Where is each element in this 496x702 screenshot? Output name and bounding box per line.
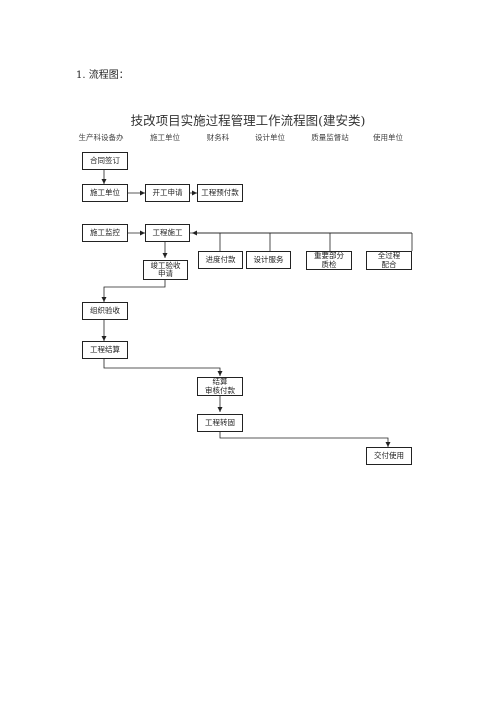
box-organize-acceptance: 组织验收 [82,302,128,320]
box-start-application: 开工申请 [145,184,190,202]
column-header-quality-station: 质量监督站 [311,133,349,142]
section-heading: 1. 流程图： [76,70,129,81]
column-header-design-unit: 设计单位 [255,133,285,142]
box-handover: 交付使用 [366,447,412,465]
box-advance-payment: 工程预付款 [197,184,243,202]
box-contract-signing: 合同签订 [82,152,128,170]
arrow-completion-to-acceptance [101,280,166,302]
diagram-title: 技改项目实施过程管理工作流程图(建安类) [130,113,366,128]
arrow-settlement-to-audit [103,359,223,376]
box-settlement-audit: 结算 审核付款 [197,377,243,396]
column-header-production-office: 生产科设备办 [78,133,124,142]
arrow-transfer-to-handover [219,432,391,447]
column-header-construction-unit: 施工单位 [150,133,180,142]
box-settlement: 工程结算 [82,341,128,359]
box-progress-payment: 进度付款 [198,251,243,269]
column-header-finance: 财务科 [206,133,230,142]
box-construction: 工程施工 [145,224,190,242]
box-design-service: 设计服务 [246,251,291,269]
box-asset-transfer: 工程转固 [197,414,243,432]
box-full-coordination: 全过程 配合 [366,251,412,270]
box-completion-application: 竣工验收 申请 [143,260,188,280]
box-key-part-inspection: 重要部分 质检 [306,251,352,270]
box-construction-supervision: 施工监控 [82,224,128,242]
column-header-user-unit: 使用单位 [373,133,403,142]
box-construction-unit: 施工单位 [82,184,128,202]
